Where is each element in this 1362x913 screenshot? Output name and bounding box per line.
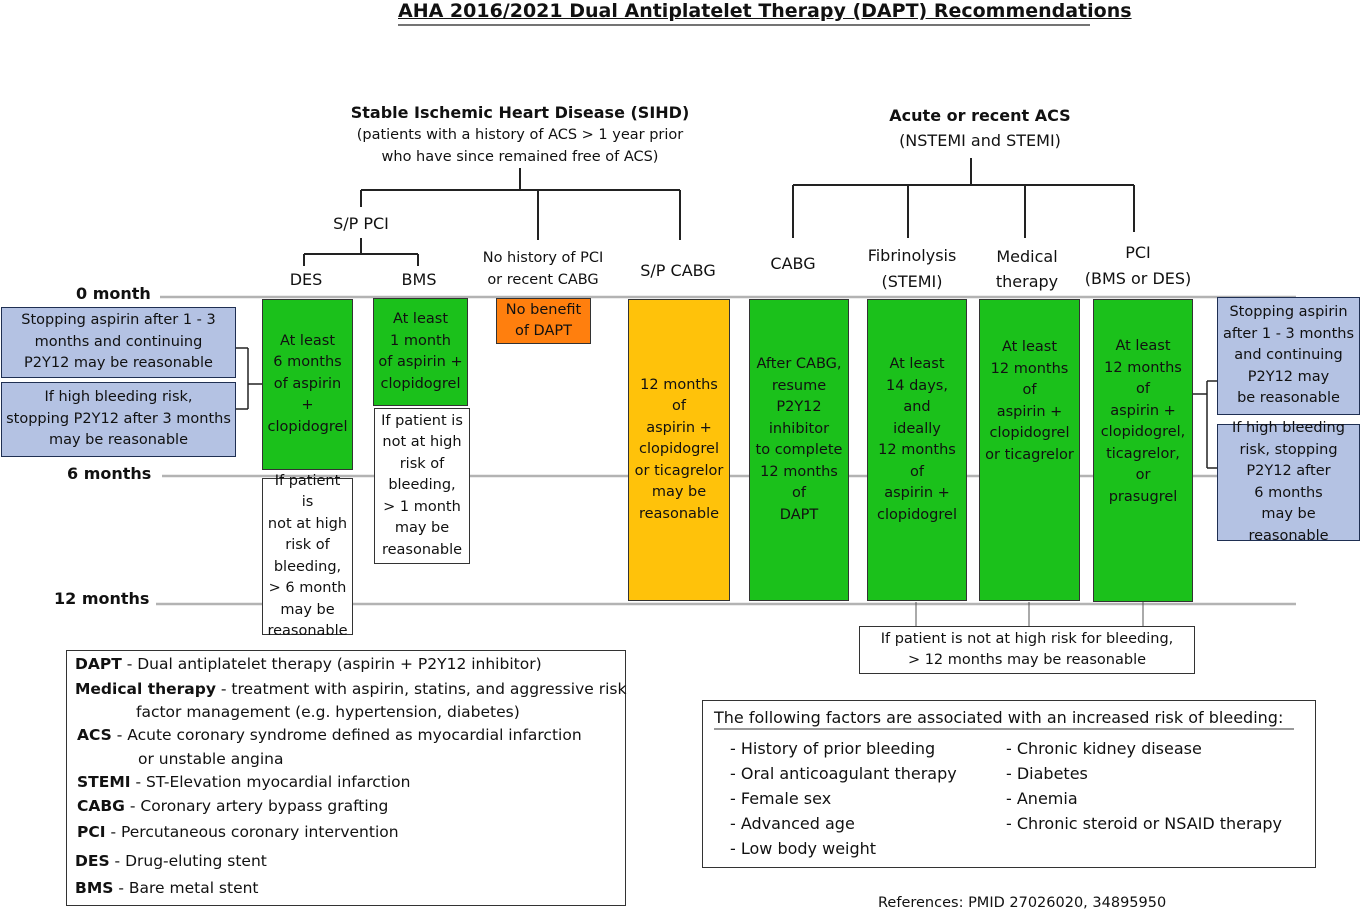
right-bracket [1193, 380, 1217, 469]
left-stop-aspirin-box: Stopping aspirin after 1 - 3 months and … [1, 307, 236, 378]
medical-therapy-green-box: At least 12 months of aspirin + clopidog… [979, 299, 1080, 601]
sihd-subtitle-line1: (patients with a history of ACS > 1 year… [356, 127, 684, 143]
no-benefit-box: No benefit of DAPT [496, 298, 591, 344]
pci-label-line2: (BMS or DES) [1084, 269, 1192, 288]
legend-stemi: STEMI - ST-Elevation myocardial infarcti… [77, 773, 411, 791]
timeline-12-months-label: 12 months [54, 589, 150, 608]
sp-cabg-yellow-box: 12 months of aspirin + clopidogrel or ti… [628, 299, 730, 601]
sp-pci-label: S/P PCI [333, 214, 389, 233]
right-stop-aspirin-box: Stopping aspirin after 1 - 3 months and … [1217, 297, 1360, 415]
legend-pci: PCI - Percutaneous coronary intervention [77, 823, 399, 841]
acs-tree [792, 158, 1135, 238]
medical-therapy-label-line1: Medical [996, 247, 1058, 266]
right-bleeding-risk-box: If high bleeding risk, stopping P2Y12 af… [1217, 420, 1360, 544]
bms-label: BMS [401, 270, 437, 289]
legend-des: DES - Drug-eluting stent [75, 852, 267, 870]
sihd-title: Stable Ischemic Heart Disease (SIHD) [350, 103, 690, 122]
legend-acs-cont: or unstable angina [138, 750, 284, 768]
page-title: AHA 2016/2021 Dual Antiplatelet Therapy … [398, 0, 1132, 22]
sihd-subtitle-line2: who have since remained free of ACS) [381, 149, 659, 165]
bleeding-factor-left-3: - Female sex [730, 789, 832, 808]
acs-cabg-label: CABG [770, 254, 816, 273]
left-bracket [236, 347, 262, 410]
references: References: PMID 27026020, 34895950 [878, 895, 1167, 911]
bleeding-factor-right-3: - Anemia [1006, 789, 1078, 808]
sp-cabg-label: S/P CABG [640, 261, 716, 280]
sihd-tree [303, 168, 681, 266]
legend-bms: BMS - Bare metal stent [75, 879, 259, 897]
fibrinolysis-green-box: At least 14 days, and ideally 12 months … [867, 299, 967, 601]
bleeding-title: The following factors are associated wit… [714, 708, 1284, 727]
legend-dapt: DAPT - Dual antiplatelet therapy (aspiri… [75, 655, 542, 673]
bms-extension-box: If patient is not at high risk of bleedi… [374, 408, 470, 564]
legend-medical-therapy-cont: factor management (e.g. hypertension, di… [136, 703, 520, 721]
des-label: DES [289, 270, 323, 289]
acs-title: Acute or recent ACS [889, 106, 1071, 125]
timeline-6-months-label: 6 months [67, 464, 152, 483]
pci-green-box: At least 12 months of aspirin + clopidog… [1093, 299, 1193, 602]
acs-subtitle: (NSTEMI and STEMI) [899, 131, 1061, 150]
bleeding-factor-left-2: - Oral anticoagulant therapy [730, 764, 957, 783]
acs-extension-box: If patient is not at high risk for bleed… [859, 626, 1195, 674]
acs-extension-connector [915, 602, 1144, 626]
medical-therapy-label-line2: therapy [995, 272, 1059, 291]
fibrinolysis-label-line1: Fibrinolysis [867, 246, 957, 265]
no-history-label-line2: or recent CABG [487, 272, 599, 288]
legend-medical-therapy: Medical therapy - treatment with aspirin… [75, 680, 627, 698]
legend-cabg: CABG - Coronary artery bypass grafting [77, 797, 389, 815]
bleeding-factor-right-2: - Diabetes [1006, 764, 1088, 783]
left-bleeding-risk-box: If high bleeding risk, stopping P2Y12 af… [1, 382, 236, 457]
bms-green-box: At least 1 month of aspirin + clopidogre… [373, 298, 468, 406]
legend-acs: ACS - Acute coronary syndrome defined as… [77, 726, 582, 744]
bleeding-factor-right-1: - Chronic kidney disease [1006, 739, 1202, 758]
timeline-0-month-label: 0 month [76, 284, 151, 303]
pci-label-line1: PCI [1125, 243, 1151, 262]
des-green-box: At least 6 months of aspirin + clopidogr… [262, 299, 353, 470]
abbreviation-legend: DAPT - Dual antiplatelet therapy (aspiri… [66, 650, 626, 906]
acs-cabg-green-box: After CABG, resume P2Y12 inhibitor to co… [749, 299, 849, 601]
bleeding-risk-factors-box: The following factors are associated wit… [702, 700, 1316, 868]
bleeding-factor-left-5: - Low body weight [730, 839, 877, 858]
bleeding-factor-left-1: - History of prior bleeding [730, 739, 936, 758]
des-extension-box: If patient is not at high risk of bleedi… [262, 473, 353, 639]
fibrinolysis-label-line2: (STEMI) [881, 272, 943, 291]
bleeding-factor-right-4: - Chronic steroid or NSAID therapy [1006, 814, 1283, 833]
bleeding-factor-left-4: - Advanced age [730, 814, 855, 833]
no-history-label-line1: No history of PCI [482, 250, 604, 266]
